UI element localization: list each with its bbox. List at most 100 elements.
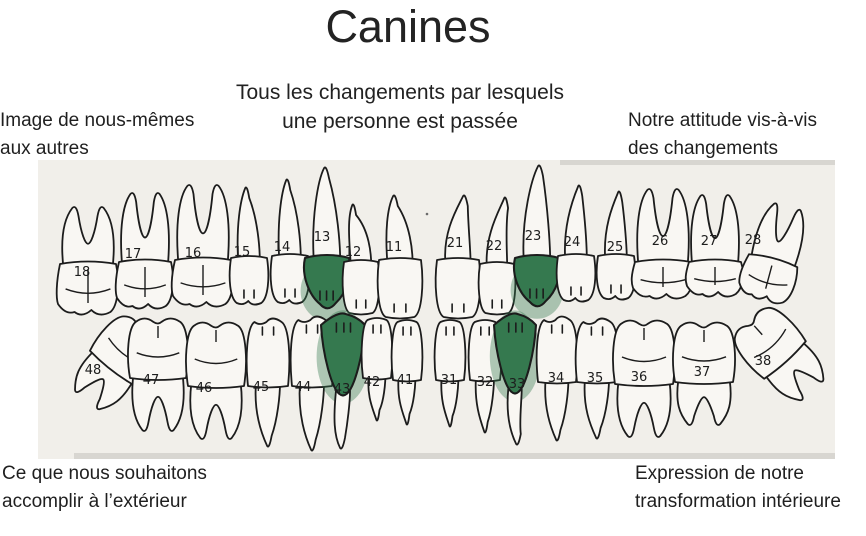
tooth-root — [348, 203, 373, 266]
tooth-38 — [733, 306, 825, 402]
tooth-crown — [434, 257, 482, 320]
tooth-crown — [360, 317, 394, 381]
tooth-root — [676, 378, 732, 426]
tooth-15 — [228, 186, 270, 306]
tooth-36 — [612, 319, 676, 438]
tooth-number-47: 47 — [143, 373, 160, 388]
annotation-top-right: Notre attitude vis-à-vis des changements — [628, 107, 817, 163]
tooth-32 — [467, 319, 503, 434]
teeth-layer — [55, 164, 825, 452]
tooth-root — [61, 206, 115, 268]
tooth-crown — [185, 321, 247, 389]
tooth-number-24: 24 — [564, 235, 581, 250]
crown-groove — [194, 358, 238, 365]
tooth-root — [120, 192, 170, 266]
tooth-root — [189, 382, 243, 440]
tooth-root — [277, 178, 302, 260]
tooth-crown — [612, 319, 676, 387]
tooth-root — [636, 188, 690, 266]
tooth-number-38: 38 — [755, 354, 772, 369]
tooth-number-14: 14 — [274, 240, 291, 255]
tooth-number-23: 23 — [525, 229, 542, 244]
crown-groove — [753, 328, 787, 359]
scan-edge-bottom — [74, 453, 835, 459]
tooth-number-48: 48 — [85, 363, 102, 378]
tooth-root — [312, 166, 342, 262]
crown-groove — [753, 325, 763, 336]
tooth-crown-highlighted — [319, 312, 367, 397]
crown-groove — [640, 279, 686, 284]
tooth-number-32: 32 — [477, 375, 494, 390]
tooth-number-45: 45 — [253, 380, 270, 395]
tooth-crown — [555, 253, 597, 303]
tooth-24 — [555, 184, 597, 303]
subtitle-line2: une personne est passée — [282, 110, 518, 133]
tooth-root — [564, 184, 588, 260]
tooth-root — [367, 374, 387, 422]
tooth-number-21: 21 — [447, 236, 464, 251]
tooth-root — [474, 376, 495, 434]
annotation-text: Expression de notre — [635, 463, 804, 484]
crown-groove — [180, 282, 226, 288]
tooth-number-18: 18 — [74, 265, 91, 280]
annotation-text: Ce que nous souhaitons — [2, 463, 207, 484]
annotation-text: transformation intérieure — [635, 491, 841, 512]
tooth-root — [298, 382, 325, 452]
tooth-11 — [376, 194, 424, 320]
tooth-crown — [228, 255, 270, 306]
tooth-root — [385, 194, 414, 264]
tooth-crown-highlighted — [303, 253, 352, 310]
tooth-crown-highlighted — [492, 312, 538, 395]
tooth-22 — [477, 196, 517, 316]
tooth-number-31: 31 — [441, 373, 458, 388]
tooth-14 — [269, 178, 311, 305]
tooth-28 — [738, 202, 805, 305]
tooth-crown — [245, 317, 291, 389]
tooth-crown — [535, 315, 579, 385]
annotation-text: des changements — [628, 138, 778, 159]
tooth-46 — [185, 321, 247, 440]
tooth-31 — [433, 319, 467, 428]
tooth-root — [236, 186, 261, 262]
tooth-crown — [672, 321, 736, 385]
tooth-root — [522, 164, 552, 262]
tooth-17 — [114, 192, 174, 310]
tooth-root — [485, 196, 509, 268]
crown-groove — [123, 284, 167, 290]
crown-groove — [681, 356, 727, 362]
subtitle: Tous les changements par lesquels une pe… — [0, 78, 800, 136]
tooth-43 — [316, 310, 370, 450]
tooth-number-35: 35 — [587, 371, 604, 386]
annotation-top-left: Image de nous-mêmes aux autres — [0, 107, 194, 163]
tooth-33 — [489, 310, 541, 446]
tooth-crown — [269, 253, 311, 305]
tooth-crown — [595, 253, 637, 301]
tooth-34 — [535, 315, 579, 442]
scan-speck — [425, 212, 429, 216]
crown-groove — [621, 356, 667, 363]
tooth-root — [690, 194, 740, 266]
tooth-crown — [390, 319, 424, 383]
tooth-root — [604, 190, 628, 260]
tooth-root — [176, 184, 230, 264]
tooth-number-43: 43 — [334, 382, 351, 397]
tooth-root — [583, 378, 610, 440]
tooth-26 — [630, 188, 694, 300]
tooth-12 — [341, 203, 381, 316]
tooth-root — [506, 388, 523, 446]
tooth-number-44: 44 — [295, 380, 312, 395]
tooth-number-15: 15 — [234, 245, 251, 260]
tooth-number-46: 46 — [196, 381, 213, 396]
tooth-root — [616, 380, 672, 438]
tooth-root — [333, 390, 351, 450]
tooth-number-26: 26 — [652, 234, 669, 249]
tooth-root — [763, 340, 825, 402]
crown-groove — [136, 352, 180, 358]
annotation-text: aux autres — [0, 138, 89, 159]
crown-groove — [694, 277, 736, 283]
tooth-13 — [300, 166, 354, 321]
tooth-number-34: 34 — [548, 371, 565, 386]
tooth-crown — [733, 306, 807, 380]
